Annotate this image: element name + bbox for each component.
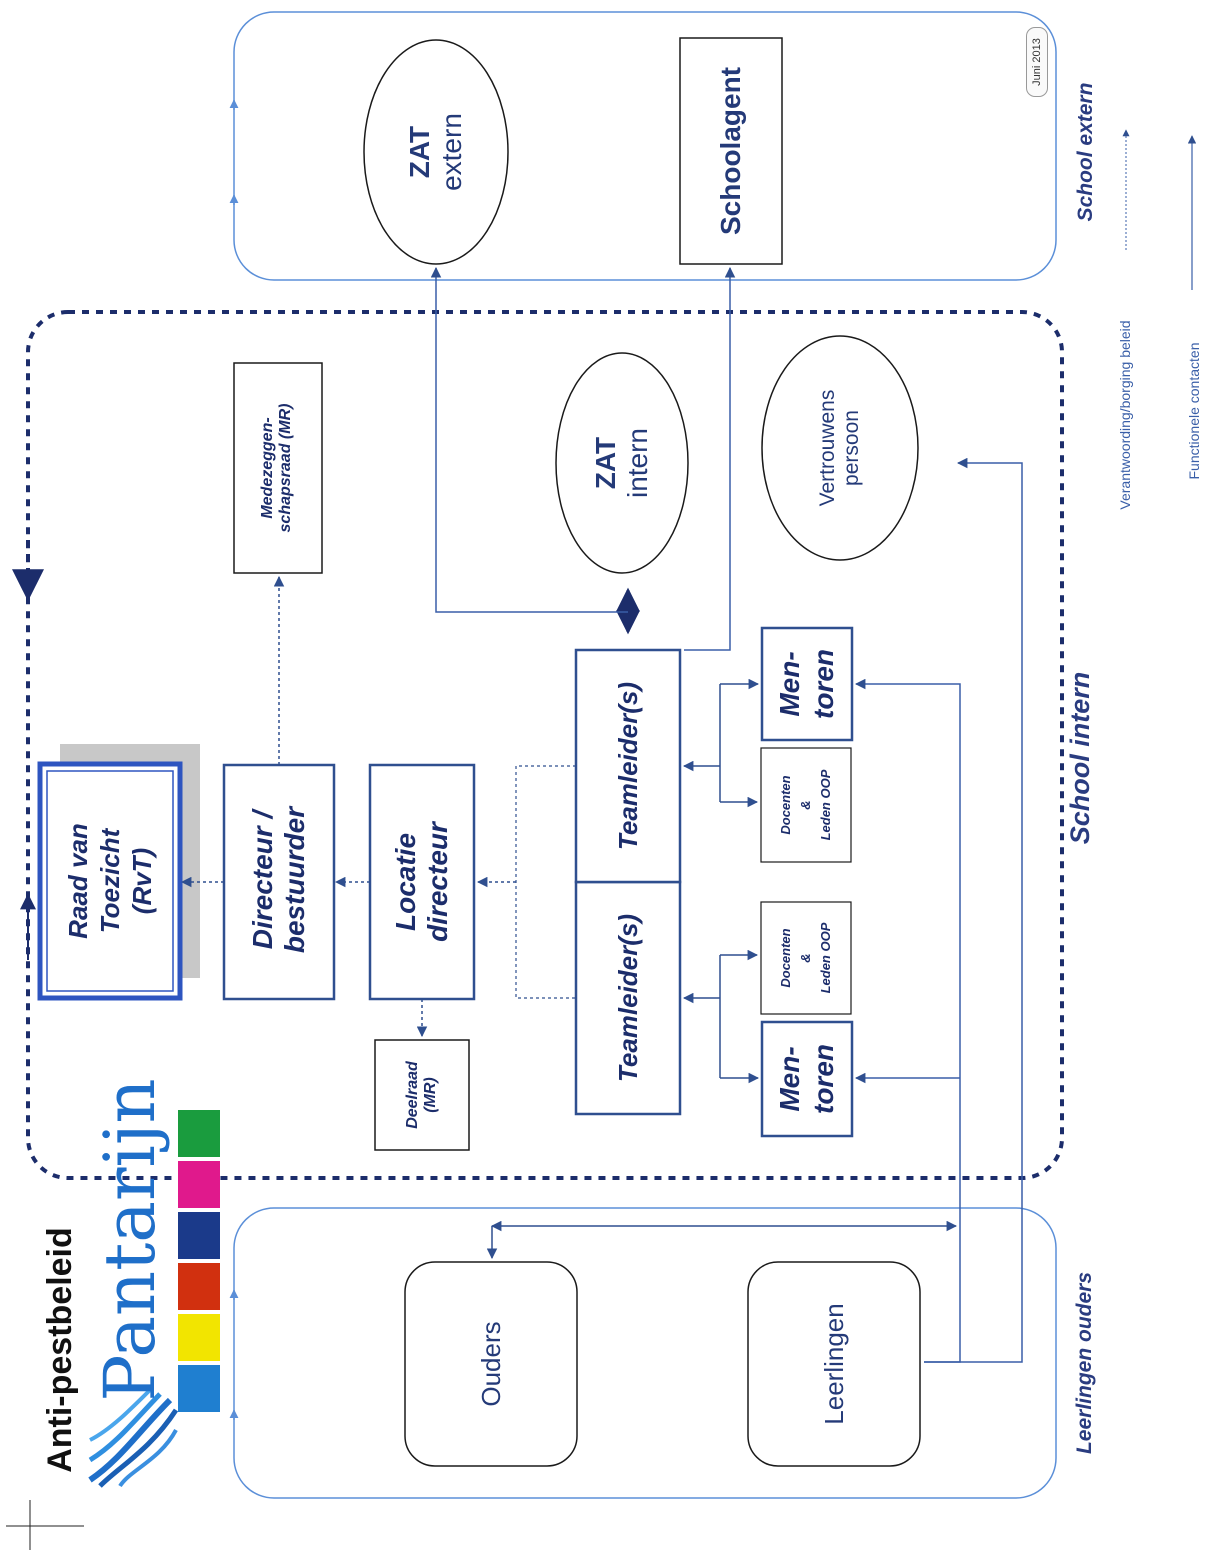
leerlingen-label: Leerlingen [818, 1303, 849, 1425]
teamleider-schoolagent-link [684, 266, 736, 651]
date-badge: Juni 2013 [1026, 27, 1048, 97]
schoolagent-label: Schoolagent [715, 67, 746, 236]
legend-policy-label: Verantwoording/borging beleid [1117, 320, 1133, 510]
rvt-box[interactable] [37, 761, 183, 1001]
teamleider-right-label: Teamleider(s) [612, 681, 643, 851]
mentoren-left-box[interactable] [760, 1020, 854, 1138]
mr-box[interactable] [233, 362, 323, 574]
brand-color-block [178, 1212, 220, 1259]
mentoren-right-box[interactable] [760, 626, 854, 742]
mentoren-right-label: Men- toren [774, 649, 839, 719]
brand-name: Pantarijn [89, 1078, 171, 1402]
pantarijn-logo-icon [88, 1388, 179, 1488]
zat-extern-ellipse[interactable] [363, 39, 509, 265]
directeur-label: Directeur / bestuurder [247, 806, 310, 954]
mr-label: Medezeggen- schapsraad (MR) [259, 403, 294, 533]
docenten-left-label: Docenten & Leden OOP [778, 922, 833, 994]
band-label-leerlingen-ouders: Leerlingen ouders [1073, 1271, 1096, 1455]
brand-color-block [178, 1110, 220, 1157]
zat-intern-label: ZAT intern [590, 427, 653, 499]
brand-color-block [178, 1314, 220, 1361]
rvt-box-inner [46, 770, 174, 992]
docenten-right-box[interactable] [760, 747, 852, 863]
legend-functional-label: Functionele contacten [1186, 342, 1202, 480]
teamleider-left-box[interactable] [574, 880, 682, 1116]
locatie-label: Locatie directeur [390, 822, 453, 942]
teamleider-left-label: Teamleider(s) [612, 913, 643, 1083]
teamleider-right-box[interactable] [574, 648, 682, 884]
band-school-extern [233, 11, 1057, 281]
deelraad-box[interactable] [374, 1039, 470, 1151]
band-leerlingen-ouders [233, 1207, 1057, 1499]
brand-color-block [178, 1263, 220, 1310]
leerlingen-mentoren-link [854, 678, 961, 1363]
mentoren-left-label: Men- toren [774, 1044, 839, 1114]
schoolagent-box[interactable] [679, 37, 783, 265]
zat-extern-label: ZAT extern [404, 113, 467, 191]
docenten-right-label: Docenten & Leden OOP [778, 769, 833, 841]
band-school-intern [26, 310, 1064, 1180]
brand-color-block [178, 1365, 220, 1412]
ouders-label: Ouders [475, 1321, 506, 1407]
rvt-label: Raad van Toezicht (RvT) [63, 823, 157, 939]
vertrouwenspersoon-label: Vertrouwens persoon [816, 389, 863, 507]
teamleider-zat-extern-link [430, 266, 628, 613]
zat-intern-ellipse[interactable] [555, 352, 689, 574]
deelraad-label: Deelraad (MR) [404, 1061, 439, 1129]
brand-color-blocks [178, 1110, 220, 1412]
leerlingen-box[interactable] [747, 1261, 921, 1467]
ouders-box[interactable] [404, 1261, 578, 1467]
vertrouwenspersoon-ellipse[interactable] [761, 335, 919, 561]
band-label-school-intern: School intern [1064, 671, 1095, 845]
docenten-left-box[interactable] [760, 901, 852, 1015]
policy-line-teamleiders-locatie [515, 765, 576, 999]
brand-color-block [178, 1161, 220, 1208]
leerlingen-vertrouwenspersoon-link [924, 457, 1023, 1363]
locatie-box[interactable] [368, 763, 476, 1001]
page-title: Anti-pestbeleid [40, 1227, 79, 1473]
band-label-school-extern: School extern [1074, 82, 1097, 222]
